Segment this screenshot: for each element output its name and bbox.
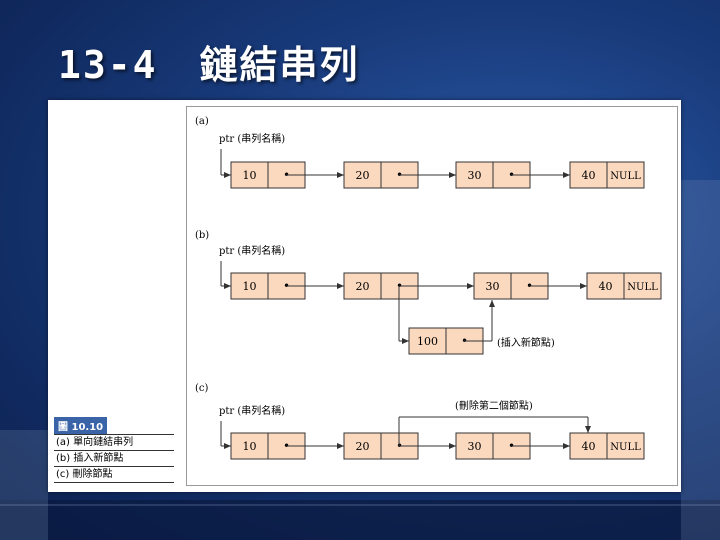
panel-a-node-2-data-cell	[343, 161, 382, 189]
panel-a-label: (a)	[195, 116, 209, 127]
panel-b-insert-label: (插入新節點)	[497, 336, 555, 349]
legend-list: (a) 單向鏈結串列 (b) 插入新節點 (c) 刪除節點	[54, 434, 174, 483]
panel-c-node-4-value: 40	[582, 440, 596, 453]
panel-c-head-label: ptr (串列名稱)	[219, 404, 285, 417]
panel-b-head-label: ptr (串列名稱)	[219, 244, 285, 257]
panel-c-node-3-value: 30	[468, 440, 482, 453]
panel-c-label: (c)	[195, 383, 209, 394]
panel-c-node-2-value: 20	[356, 440, 370, 453]
panel-a-node-4-pointer-cell	[606, 161, 645, 189]
panel-a-node-4-value: 40	[582, 169, 596, 182]
legend-text: 刪除節點	[72, 469, 113, 480]
panel-b-node-3-data-cell	[473, 272, 512, 300]
panel-b-node-2-value: 20	[356, 280, 370, 293]
panel-b-node-3-value: 30	[486, 280, 500, 293]
figure-legend: 圖 10.10 (a) 單向鏈結串列 (b) 插入新節點 (c) 刪除節點	[54, 417, 174, 483]
panel-b-node-4-pointer: NULL	[627, 282, 658, 293]
panel-b-node-1-data-cell	[230, 272, 269, 300]
legend-text: 插入新節點	[73, 453, 124, 464]
legend-tag: (a)	[56, 437, 70, 448]
panel-b-inserted-node-value: 100	[417, 335, 438, 348]
panel-c-node-4-pointer: NULL	[610, 442, 641, 453]
panel-b-label: (b)	[195, 230, 209, 241]
legend-tag: (c)	[56, 469, 70, 480]
panel-a-node-1-value: 10	[243, 169, 257, 182]
legend-item-a: (a) 單向鏈結串列	[54, 434, 174, 451]
legend-title: 圖 10.10	[54, 417, 108, 434]
panel-c-node-1-data-cell	[230, 432, 269, 460]
panel-c-node-2-data-cell	[343, 432, 382, 460]
panel-b-node-4-value: 40	[599, 280, 613, 293]
panel-a-node-3-data-cell	[455, 161, 494, 189]
panel-c-node-4-pointer-cell	[606, 432, 645, 460]
legend-text: 單向鏈結串列	[73, 437, 134, 448]
panel-c-delete-label: (刪除第二個節點)	[455, 399, 533, 412]
panel-c-node-1-value: 10	[243, 440, 257, 453]
slide-title: 13-4 鏈結串列	[58, 34, 360, 89]
legend-tag: (b)	[56, 453, 71, 464]
panel-a-node-4-data-cell	[569, 161, 608, 189]
panel-a-head-label: ptr (串列名稱)	[219, 132, 285, 145]
legend-item-c: (c) 刪除節點	[54, 467, 174, 483]
panel-b-node-4-data-cell	[586, 272, 625, 300]
panel-c-node-3-data-cell	[455, 432, 494, 460]
title-text: 鏈結串列	[199, 43, 360, 87]
panel-a-node-3-value: 30	[468, 169, 482, 182]
panel-b-node-4-pointer-cell	[623, 272, 662, 300]
panel-a-node-2-value: 20	[356, 169, 370, 182]
panel-b-node-1-value: 10	[243, 280, 257, 293]
panel-a-node-4-pointer: NULL	[610, 171, 641, 182]
title-number: 13-4	[58, 43, 158, 87]
legend-item-b: (b) 插入新節點	[54, 451, 174, 467]
